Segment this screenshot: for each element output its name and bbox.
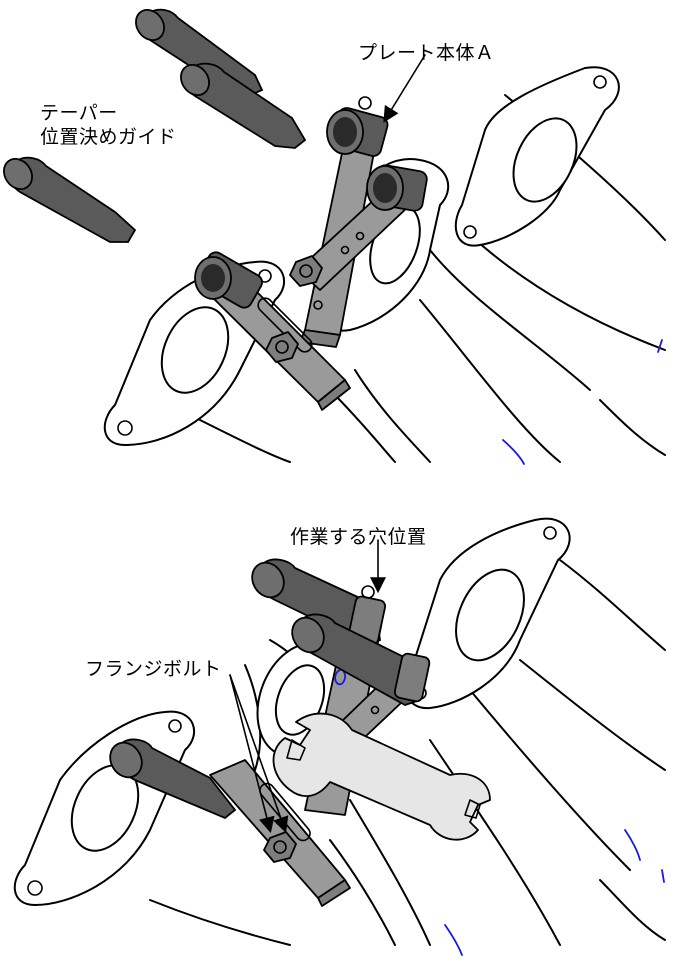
taper-guide-label-line2: 位置決めガイド xyxy=(40,126,177,148)
bottom-manifold-outline xyxy=(149,559,666,946)
top-pin-upper xyxy=(326,96,389,157)
top-diagonal-arm xyxy=(289,184,411,291)
top-pin-middle xyxy=(366,164,428,212)
bottom-panel xyxy=(13,517,666,956)
flange-bolt-label: フランジボルト xyxy=(85,658,222,680)
bottom-pin-lower xyxy=(109,738,237,820)
bottom-pin-upper xyxy=(251,558,387,646)
top-flange-right xyxy=(454,66,620,247)
bottom-pin-middle xyxy=(291,613,431,706)
wrench xyxy=(272,712,491,841)
bottom-blue-mark-1 xyxy=(624,829,641,861)
bottom-blue-mark-2 xyxy=(661,869,665,883)
bottom-flange-right xyxy=(404,517,571,710)
top-blue-mark-2 xyxy=(502,439,525,465)
plate-body-label: プレート本体Ａ xyxy=(358,42,495,64)
flange-bolt-leader-2 xyxy=(229,674,275,834)
bottom-flange-left xyxy=(13,710,196,906)
bottom-blue-mark-3 xyxy=(444,924,463,956)
top-manifold-outline xyxy=(199,94,666,463)
working-hole-label: 作業する穴位置 xyxy=(290,526,427,548)
top-panel xyxy=(3,8,666,465)
top-blue-mark-1 xyxy=(657,339,663,353)
taper-guide-2 xyxy=(180,62,307,149)
plate-body-leader xyxy=(383,54,426,123)
top-pin-lower xyxy=(194,251,263,309)
flange-bolt-leader-1 xyxy=(229,674,289,834)
taper-guide-1 xyxy=(135,8,264,97)
taper-guide-3 xyxy=(3,156,137,243)
taper-guide-label-line1: テーパー xyxy=(40,102,118,124)
bottom-blue-hole-1 xyxy=(334,669,346,686)
